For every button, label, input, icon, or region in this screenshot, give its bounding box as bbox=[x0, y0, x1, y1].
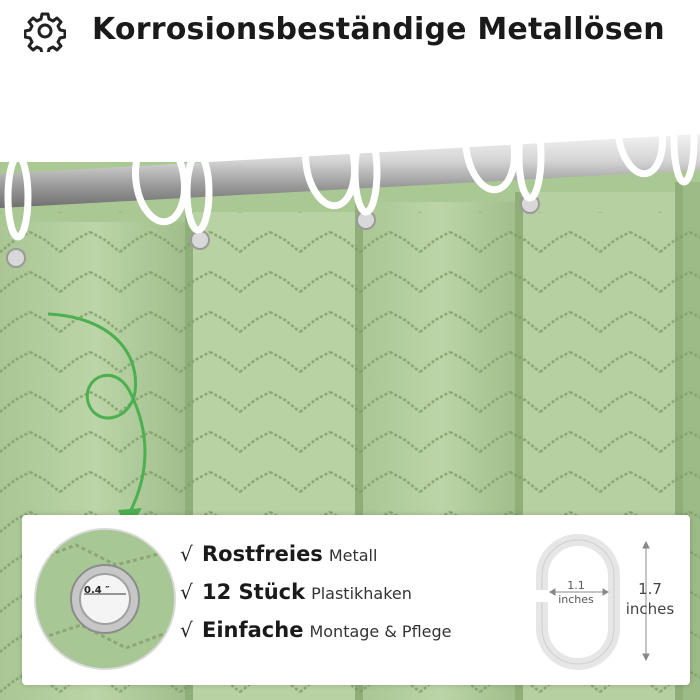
eyelet-closeup bbox=[34, 528, 176, 670]
eyelet-icon bbox=[36, 530, 174, 668]
feature-bold: 12 Stück bbox=[202, 580, 306, 604]
curtain-rod bbox=[0, 134, 700, 208]
page-title: Korrosionsbeständige Metallösen bbox=[92, 12, 665, 47]
feature-text: Montage & Pflege bbox=[309, 622, 452, 641]
feature-text: Metall bbox=[328, 546, 378, 565]
check-icon: √ bbox=[180, 618, 193, 642]
check-icon: √ bbox=[180, 542, 193, 566]
feature-bold: Einfache bbox=[202, 618, 304, 642]
feature-bold: Rostfreies bbox=[202, 542, 323, 566]
feature-item-rust-free: √ Rostfreies Metall bbox=[180, 542, 451, 580]
feature-text: Plastikhaken bbox=[311, 584, 412, 603]
gear-icon bbox=[24, 12, 66, 52]
eyelet-diameter-label: 0.4 ″ bbox=[84, 585, 110, 596]
ring-dimension-diagram bbox=[536, 534, 650, 670]
ring-icon bbox=[536, 534, 620, 670]
ring-width-label: 1.1 inches bbox=[558, 579, 594, 606]
check-icon: √ bbox=[180, 580, 193, 604]
header: Korrosionsbeständige Metallösen bbox=[0, 0, 700, 62]
feature-item-easy-care: √ Einfache Montage & Pflege bbox=[180, 618, 451, 656]
ring-height-label: 1.7 inches bbox=[625, 580, 675, 618]
feature-list: √ Rostfreies Metall √ 12 Stück Plastikha… bbox=[180, 542, 451, 656]
feature-item-hooks: √ 12 Stück Plastikhaken bbox=[180, 580, 451, 618]
curtain-rings bbox=[4, 86, 698, 241]
